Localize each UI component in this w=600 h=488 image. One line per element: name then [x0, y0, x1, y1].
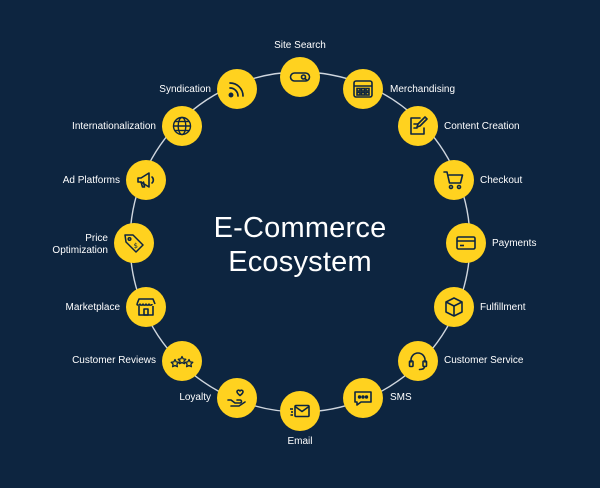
site-search-label: Site Search: [274, 40, 326, 51]
rss-feed-icon: [228, 82, 244, 98]
marketplace-label: Marketplace: [65, 302, 120, 313]
payments-label: Payments: [492, 238, 537, 249]
price-optimization-label: Price Optimization: [52, 233, 108, 256]
credit-card-icon: [456, 236, 476, 250]
globe-icon: [172, 116, 192, 136]
merchandising-node: [343, 69, 383, 109]
sms-label: SMS: [390, 392, 412, 403]
email-node: [280, 391, 320, 431]
grid-storefront-icon: [353, 80, 373, 98]
syndication-label: Syndication: [159, 84, 211, 95]
checkout-node: [434, 160, 474, 200]
content-creation-node: [398, 106, 438, 146]
pencil-document-icon: [410, 116, 428, 135]
marketplace-node: [126, 287, 166, 327]
package-box-icon: [445, 297, 463, 317]
loyalty-node: [217, 378, 257, 418]
megaphone-icon: [137, 172, 155, 188]
ad-platforms-label: Ad Platforms: [62, 175, 120, 186]
envelope-icon: [290, 404, 310, 418]
content-creation-label: Content Creation: [444, 121, 520, 132]
sms-node: [343, 378, 383, 418]
checkout-label: Checkout: [480, 175, 523, 186]
chat-bubble-icon: [354, 391, 372, 406]
internationalization-label: Internationalization: [72, 121, 156, 132]
diagram-title-line1: E-Commerce: [213, 212, 387, 244]
ad-platforms-node: [126, 160, 166, 200]
price-tag-icon: $: [124, 234, 144, 253]
loyalty-label: Loyalty: [179, 392, 211, 403]
diagram-title-line2: Ecosystem: [228, 246, 372, 278]
payments-node: [446, 223, 486, 263]
customer-reviews-node: [162, 341, 202, 381]
headset-icon: [408, 352, 428, 371]
email-label: Email: [287, 436, 313, 447]
customer-reviews-label: Customer Reviews: [72, 355, 156, 366]
site-search-node: [280, 57, 320, 97]
hand-heart-icon: [227, 389, 246, 407]
price-optimization-node: $: [114, 223, 154, 263]
three-stars-icon: [170, 355, 194, 368]
shopping-cart-icon: [443, 171, 464, 190]
svg-text:$: $: [134, 242, 138, 250]
fulfillment-node: [434, 287, 474, 327]
customer-service-label: Customer Service: [444, 355, 524, 366]
customer-service-node: [398, 341, 438, 381]
search-bar-icon: [289, 72, 311, 82]
storefront-icon: [136, 298, 156, 316]
fulfillment-label: Fulfillment: [480, 302, 526, 313]
merchandising-label: Merchandising: [390, 84, 456, 95]
internationalization-node: [162, 106, 202, 146]
syndication-node: [217, 69, 257, 109]
